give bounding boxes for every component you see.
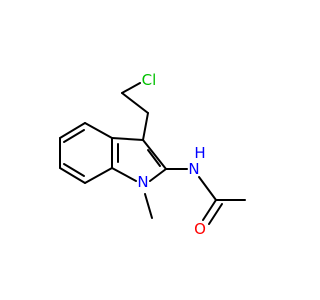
chlorine-label: Cl — [142, 71, 157, 89]
bond-c7a-c7 — [84, 167, 113, 184]
atom-labels: Cl H N N O — [137, 71, 206, 238]
bond-ch2-c3 — [142, 112, 149, 141]
bond-c7-c6 — [59, 167, 86, 184]
bond-c2-n1 — [149, 168, 167, 182]
bond-n1-methyl — [144, 193, 153, 219]
bond-n1-c7a — [111, 167, 137, 182]
bond-c7-c6-inner — [63, 163, 85, 177]
bonds — [59, 82, 246, 225]
amide-hydrogen-label: H — [194, 144, 205, 162]
indole-nitrogen-label: N — [137, 173, 148, 191]
carbonyl-oxygen-label: O — [194, 220, 206, 238]
structure-drawing: Cl H N N O — [59, 71, 246, 238]
bond-carbonyl-o-double — [208, 203, 223, 225]
amide-nitrogen-label: N — [188, 160, 199, 178]
bond-c3-c2-double — [147, 149, 161, 167]
bond-c3a-c3 — [111, 137, 144, 141]
bond-cl-ch2 — [121, 82, 141, 94]
bond-c3-c2 — [142, 139, 167, 170]
bond-c5-c4 — [59, 122, 86, 139]
bond-c5-c4-inner — [63, 129, 85, 143]
molecule-diagram: Cl H N N O — [59, 71, 246, 238]
bond-ch2-ch2 — [121, 92, 149, 114]
bond-nh-carbonyl — [198, 176, 217, 201]
bond-c4-c3a — [84, 122, 113, 139]
bond-carbonyl-o — [202, 199, 217, 221]
